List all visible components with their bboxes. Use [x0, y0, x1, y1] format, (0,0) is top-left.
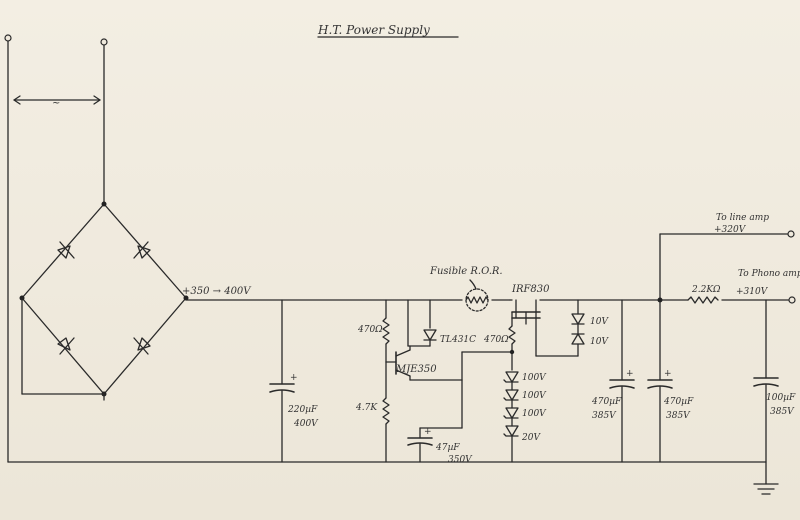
c220-voltage: 400V: [293, 419, 319, 429]
ac-symbol: ~: [52, 98, 60, 109]
bridge-output-voltage: +350 → 400V: [182, 286, 252, 297]
zener-100v-3: [503, 407, 519, 419]
r22k-value: 2.2KΩ: [691, 285, 721, 295]
fusible-pointer: [469, 279, 477, 290]
r470-left-value: 470Ω: [357, 325, 383, 335]
zener-10v-2: [571, 333, 585, 345]
fusible-resistor: [465, 296, 489, 304]
c220-plate: [269, 389, 295, 393]
zener-100v-2-label: 100V: [522, 391, 547, 401]
c470b-voltage: 385V: [666, 411, 691, 421]
mje350-wire: [395, 349, 411, 357]
mosfet-label: IRF830: [511, 284, 550, 295]
zener-10v-1: [571, 313, 585, 325]
zener-100v-3-label: 100V: [522, 409, 547, 419]
phono-amp-label: To Phono amp: [738, 269, 800, 279]
r22k: [687, 296, 719, 304]
ac-arrow-heads: [13, 95, 101, 105]
c470b-value: 470µF: [663, 397, 694, 407]
node: [657, 297, 663, 303]
bridge-rectifier: [21, 203, 187, 395]
fusible-label: Fusible R.O.R.: [429, 266, 503, 277]
line-amp-label: To line amp: [716, 213, 769, 223]
gate-resistor: [508, 325, 516, 345]
zener-string: [503, 371, 519, 463]
c47-voltage: 350V: [448, 455, 473, 465]
bridge-diode-2: [133, 241, 151, 259]
gate-resistor-value: 470Ω: [483, 335, 509, 345]
zener-100v-1-label: 100V: [522, 373, 547, 383]
zener-100v-1: [503, 371, 519, 383]
tl431-symbol: [423, 329, 437, 341]
zener-100v-2: [503, 389, 519, 401]
mje350-label: MJE350: [395, 364, 437, 375]
polarity-mark: +: [626, 369, 634, 379]
line-amp-terminal: [787, 230, 795, 238]
bridge-diode-1: [57, 241, 75, 259]
line-amp-voltage: +320V: [714, 225, 747, 235]
c220-value: 220µF: [287, 405, 318, 415]
c470b-plate: [647, 385, 673, 389]
r47k: [382, 397, 390, 425]
node: [101, 201, 107, 207]
c100-value: 100µF: [766, 393, 796, 403]
r47k-value: 4.7K: [355, 403, 378, 413]
tl431-label: TL431C: [440, 335, 476, 345]
c100-voltage: 385V: [770, 407, 795, 417]
polarity-mark: +: [424, 427, 432, 437]
bridge-diode-3: [57, 337, 75, 355]
r470-left: [382, 317, 390, 345]
zener-10v-2-label: 10V: [590, 337, 609, 347]
c47-value: 47µF: [435, 443, 460, 453]
zener-20v: [503, 425, 519, 437]
polarity-mark: +: [664, 369, 672, 379]
zener-20v-label: 20V: [521, 433, 541, 443]
c470a-plate: [609, 385, 635, 389]
ac-terminal-right: [100, 38, 108, 46]
c100-plate: [753, 383, 779, 387]
bridge-diode-4: [133, 337, 151, 355]
phono-amp-voltage: +310V: [736, 287, 769, 297]
c470a-value: 470µF: [591, 397, 622, 407]
c470a-voltage: 385V: [592, 411, 617, 421]
phono-amp-terminal: [788, 296, 796, 304]
polarity-mark: +: [290, 373, 298, 383]
bridge-diodes: [57, 241, 151, 355]
ac-terminal-left: [4, 34, 12, 42]
ground-symbol: [753, 483, 779, 495]
zener-10v-1-label: 10V: [590, 317, 609, 327]
c47-plate: [407, 442, 433, 446]
node: [509, 349, 515, 355]
mje350-wire: [395, 369, 411, 377]
node: [183, 295, 189, 301]
schematic-title: H.T. Power Supply: [317, 23, 430, 37]
